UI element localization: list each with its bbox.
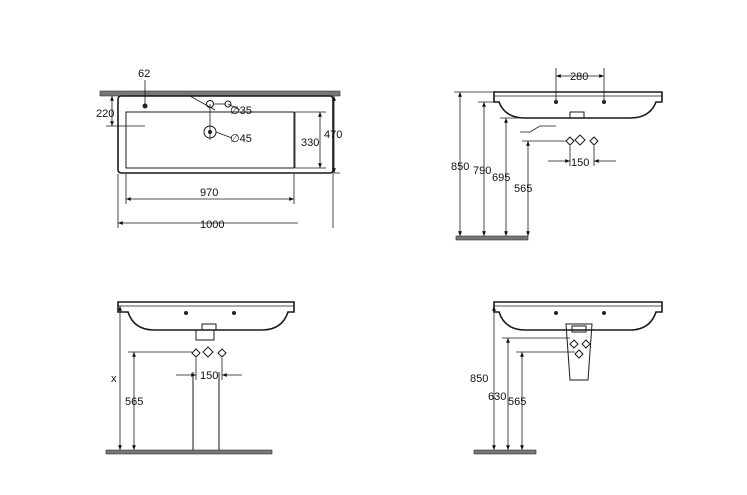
waste bbox=[569, 111, 585, 119]
dim-150-label: 150 bbox=[571, 157, 589, 169]
dim-790-label: 790 bbox=[473, 165, 491, 177]
floor-hatch bbox=[105, 449, 273, 455]
dim-565-label: 565 bbox=[514, 183, 532, 195]
dim-62-label: 62 bbox=[138, 68, 150, 80]
valve-icon bbox=[202, 346, 214, 358]
dim-850-label: 850 bbox=[451, 161, 469, 173]
dim-470-label: 470 bbox=[324, 129, 342, 141]
dim-35-label: ∅35 bbox=[230, 105, 252, 117]
valve-icon bbox=[569, 339, 579, 349]
dim-565-label: 565 bbox=[508, 396, 526, 408]
basin-profile bbox=[493, 301, 663, 331]
basin-profile bbox=[117, 301, 295, 331]
basin-outline bbox=[117, 95, 334, 174]
valve-icon bbox=[574, 349, 584, 359]
valve-icon bbox=[565, 136, 575, 146]
semi-pedestal-view: 850 630 565 bbox=[470, 301, 663, 455]
waste bbox=[201, 323, 217, 331]
dim-150-label: 150 bbox=[200, 370, 218, 382]
floor-hatch bbox=[455, 235, 529, 241]
dim-1000-label: 1000 bbox=[200, 219, 224, 231]
dim-695-label: 695 bbox=[492, 172, 510, 184]
dim-970-label: 970 bbox=[200, 187, 218, 199]
tap-hole bbox=[602, 311, 606, 315]
valve-icon bbox=[581, 339, 591, 349]
dim-220-label: 220 bbox=[96, 108, 114, 120]
top-view: 62 220 ∅35 ∅45 330 470 970 1000 bbox=[96, 68, 342, 231]
dim-850-label: 850 bbox=[470, 373, 488, 385]
wall-mounted-view: 280 150 850 790 695 565 bbox=[451, 68, 663, 241]
pedestal-view: 150 x 565 bbox=[105, 301, 295, 455]
dim-630-label: 630 bbox=[488, 391, 506, 403]
valve-icon bbox=[589, 136, 599, 146]
dim-45-label: ∅45 bbox=[230, 133, 252, 145]
tap-hole bbox=[554, 311, 558, 315]
dim-565-label: 565 bbox=[125, 396, 143, 408]
valve-icon bbox=[217, 348, 227, 358]
tap-hole bbox=[184, 311, 188, 315]
tap-hole bbox=[232, 311, 236, 315]
semi-pedestal bbox=[565, 323, 593, 381]
dim-x-label: x bbox=[111, 373, 117, 385]
floor-hatch bbox=[473, 449, 537, 455]
valve-icon bbox=[191, 348, 201, 358]
dim-280-label: 280 bbox=[570, 71, 588, 83]
valve-icon bbox=[574, 134, 586, 146]
basin-profile bbox=[493, 91, 663, 119]
dim-330-label: 330 bbox=[301, 137, 319, 149]
